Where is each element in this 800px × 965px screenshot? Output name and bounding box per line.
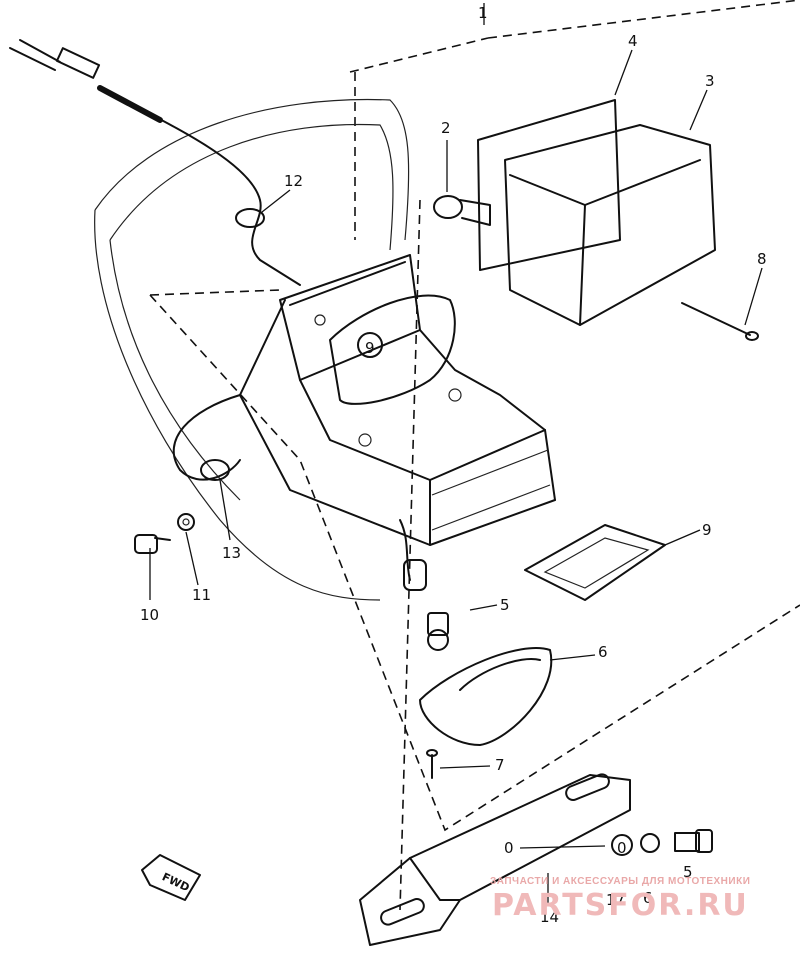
callout-12: 12: [284, 172, 303, 190]
callout-10: 10: [140, 606, 159, 624]
fwd-arrow: FWD: [141, 854, 201, 901]
callout-1: 1: [478, 4, 488, 22]
callout-14: 14: [540, 908, 559, 926]
lens-unit: [477, 99, 716, 326]
callout-0a: 0: [504, 839, 514, 857]
callout-8: 8: [757, 250, 767, 268]
callout-2: 2: [441, 119, 451, 137]
watermark: ЗАПЧАСТИ И АКСЕССУАРЫ ДЛЯ МОТОТЕХНИКИ PA…: [490, 876, 750, 923]
rear-fender: [94, 98, 410, 601]
callout-0b: 0: [617, 839, 627, 857]
callout-11: 11: [192, 586, 211, 604]
screw-and-washer: [134, 513, 195, 554]
callout-5a: 5: [500, 596, 510, 614]
callout-3: 3: [705, 72, 715, 90]
callout-17: 17: [606, 891, 625, 909]
callout-9a: 9: [702, 521, 712, 539]
long-screw: [681, 302, 759, 341]
watermark-brand: PARTSFOR.RU: [492, 888, 749, 923]
leader-lines: [149, 3, 763, 905]
assembly-boundary: [149, 0, 800, 911]
callout-4: 4: [628, 32, 638, 50]
callout-13: 13: [222, 544, 241, 562]
license-lens: [524, 524, 666, 601]
callout-9b: 9: [365, 339, 375, 357]
watermark-tagline: ЗАПЧАСТИ И АКСЕССУАРЫ ДЛЯ МОТОТЕХНИКИ: [490, 876, 750, 887]
taillight-housing: [200, 254, 556, 591]
license-bulb: [427, 612, 449, 651]
wire-clamp: [235, 208, 265, 228]
license-cover: [419, 647, 553, 746]
stop-tail-bulb: [433, 195, 491, 226]
callouts: 1 2 3 4 5 6 7 8 9 9 10 11 12 13 14 5 6 1…: [140, 4, 767, 926]
license-bracket: [359, 773, 631, 946]
bracket-fasteners: [611, 829, 713, 856]
callout-5b: 5: [683, 863, 693, 881]
callout-7: 7: [495, 756, 505, 774]
cover-screw: [426, 749, 438, 779]
callout-6a: 6: [598, 643, 608, 661]
callout-6b: 6: [643, 889, 653, 907]
wire-harness: [9, 39, 301, 481]
